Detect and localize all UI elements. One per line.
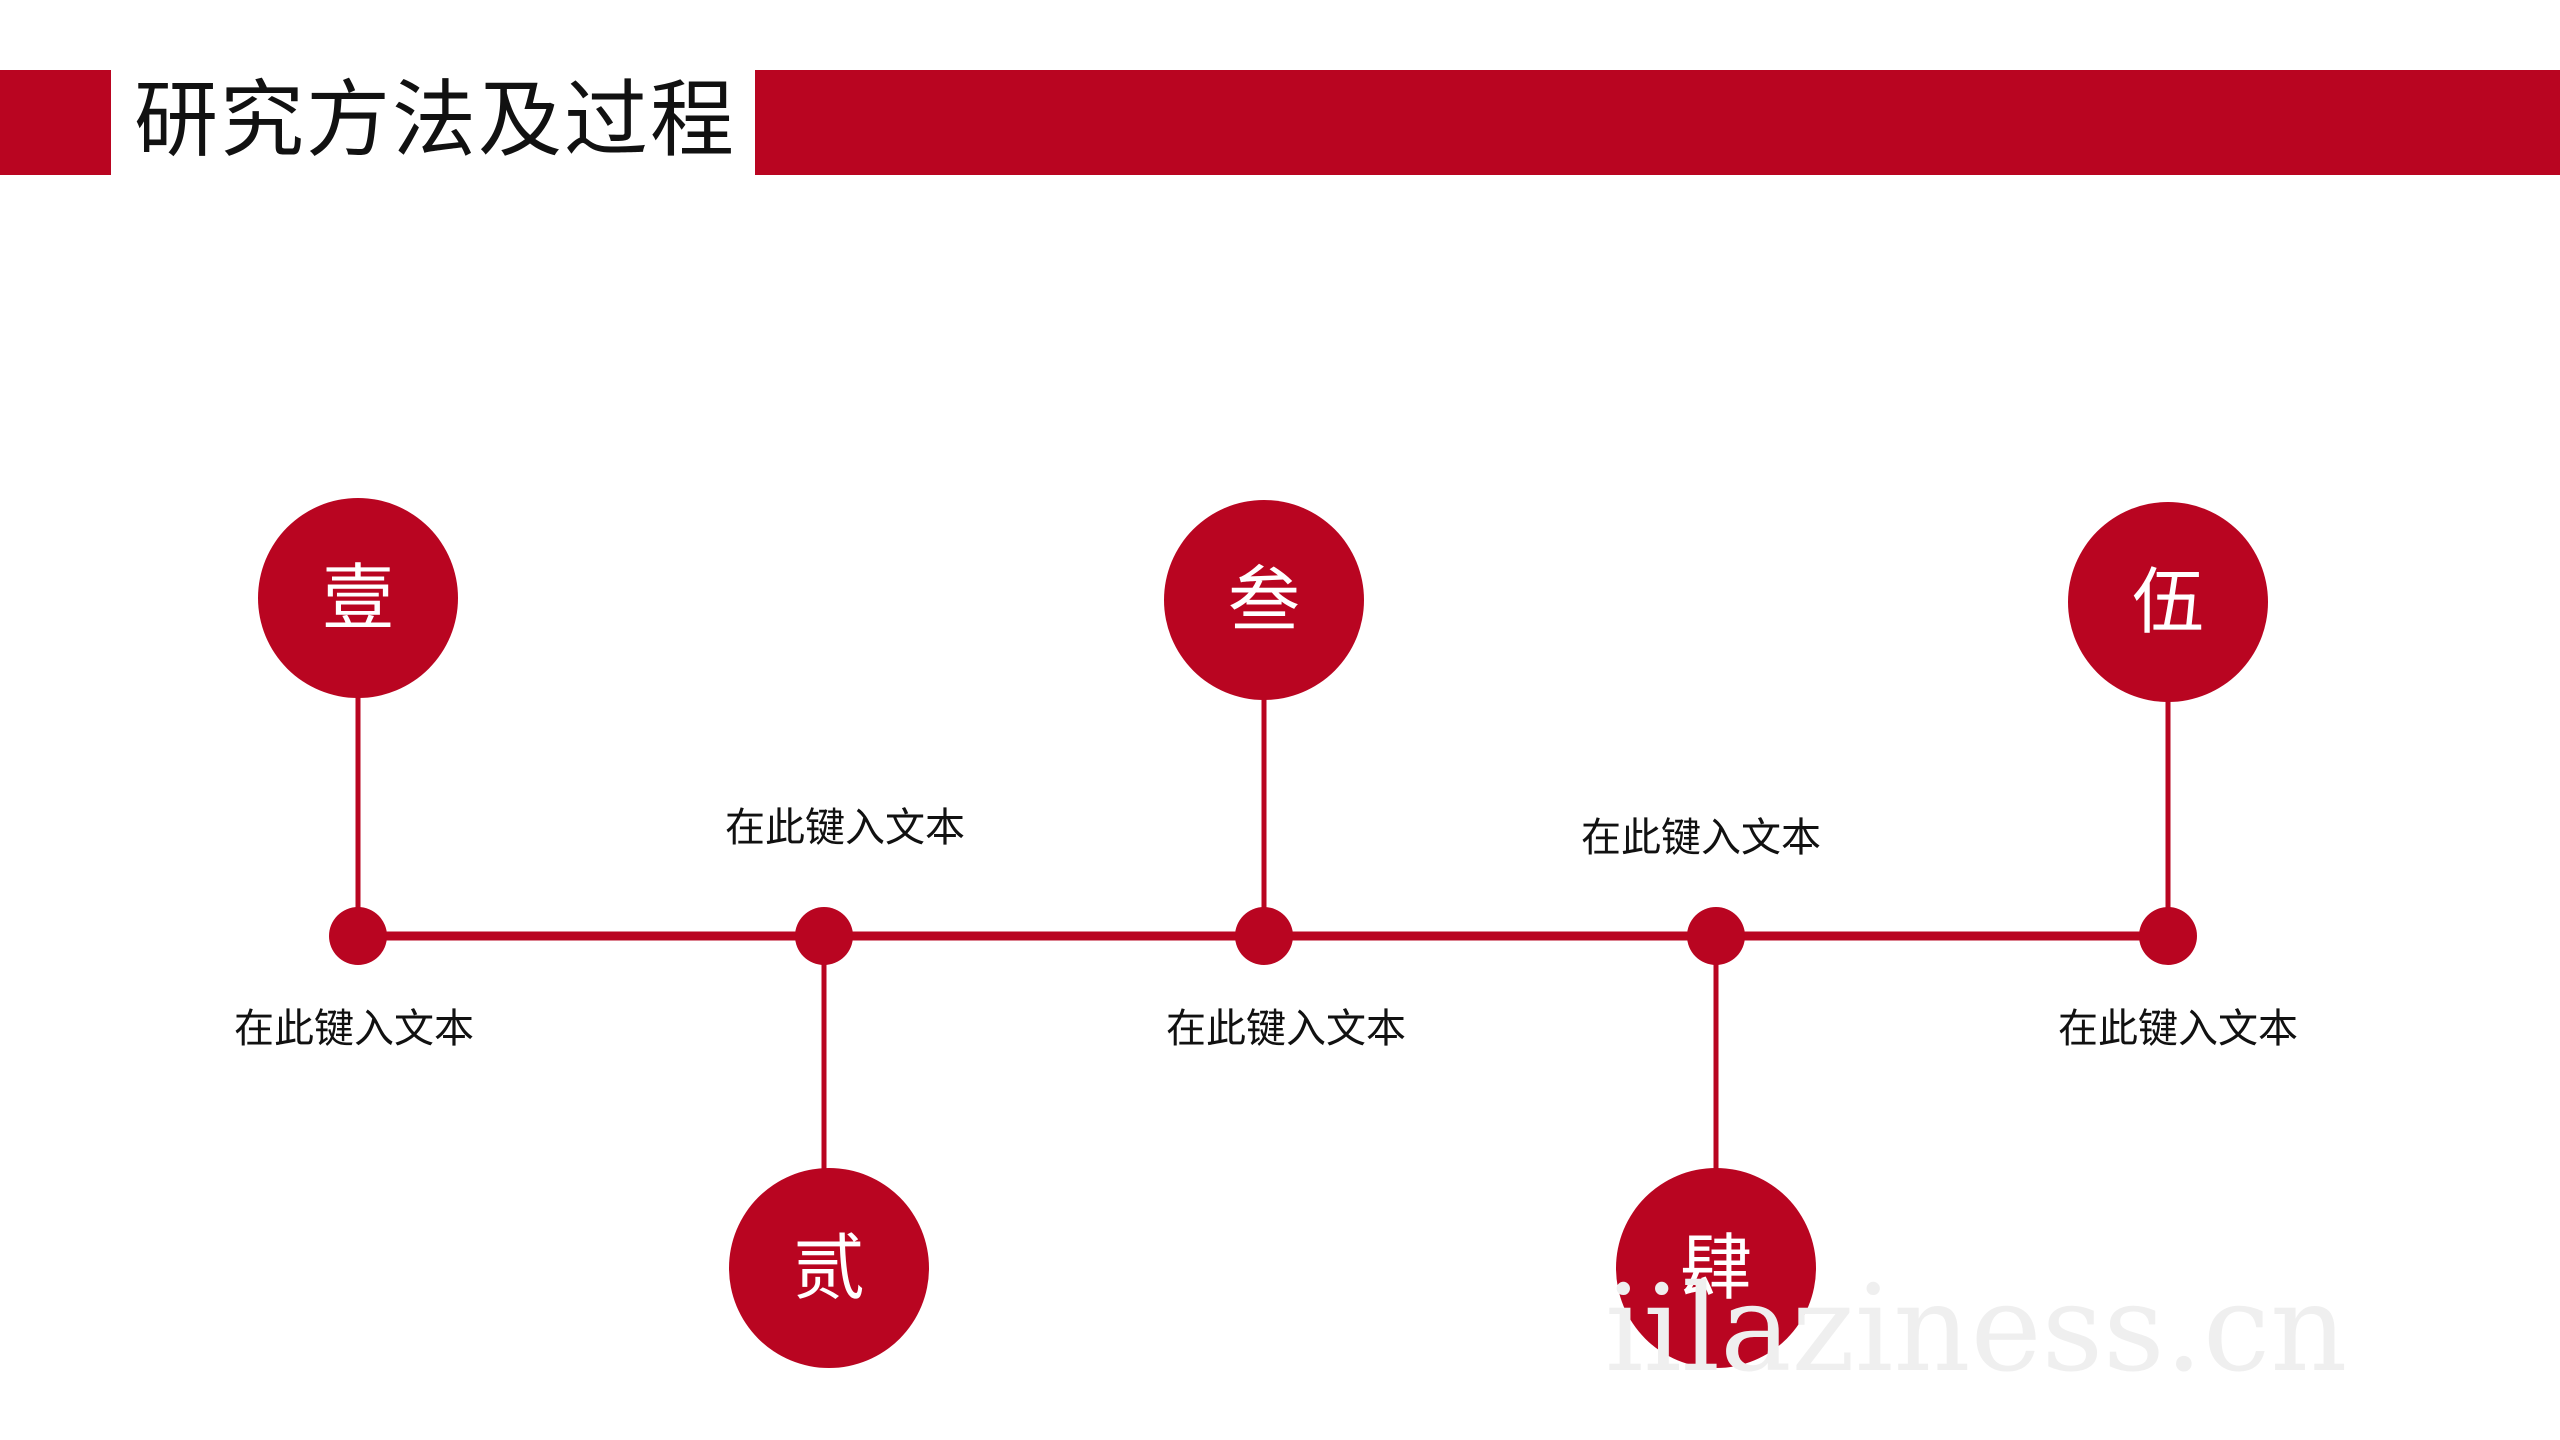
- step-caption-2: 在此键入文本: [725, 805, 965, 851]
- step-caption-3: 在此键入文本: [1166, 1006, 1406, 1052]
- step-circle-5: [2068, 502, 2268, 702]
- timeline-dot-5: [2139, 907, 2197, 965]
- step-circle-1: [258, 498, 458, 698]
- header-accent-block: [0, 70, 111, 175]
- header-accent-bar: [755, 70, 2560, 175]
- step-circle-2: [729, 1168, 929, 1368]
- page-title: 研究方法及过程: [134, 71, 737, 169]
- step-numeral-2: 贰: [792, 1226, 865, 1310]
- step-caption-5: 在此键入文本: [2058, 1006, 2298, 1052]
- timeline-dot-2: [795, 907, 853, 965]
- timeline-dot-3: [1235, 907, 1293, 965]
- step-caption-4: 在此键入文本: [1581, 815, 1821, 861]
- timeline-dot-1: [329, 907, 387, 965]
- step-numeral-1: 壹: [321, 556, 394, 640]
- step-circle-3: [1164, 500, 1364, 700]
- step-circle-4: [1616, 1168, 1816, 1368]
- step-numeral-3: 叁: [1227, 558, 1300, 642]
- step-caption-1: 在此键入文本: [234, 1006, 474, 1052]
- step-numeral-5: 伍: [2131, 560, 2204, 644]
- watermark: iilaziness.cn: [1605, 1260, 2348, 1399]
- step-numeral-4: 肆: [1679, 1226, 1752, 1310]
- timeline-dot-4: [1687, 907, 1745, 965]
